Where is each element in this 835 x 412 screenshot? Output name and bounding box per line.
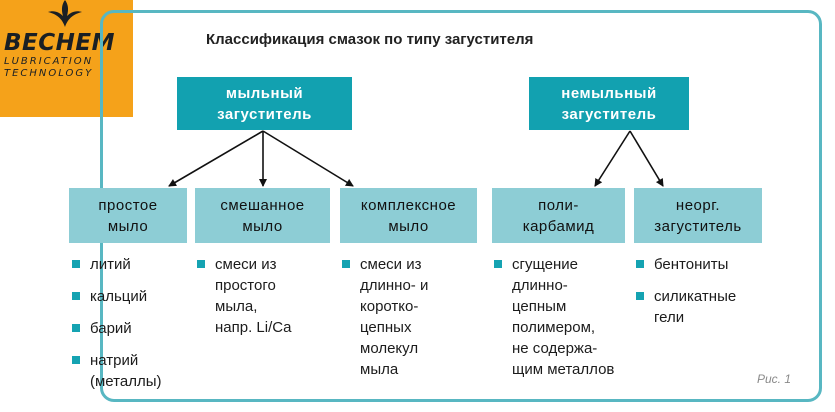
simple-soap-list: литий кальций барий натрий (металлы) [72, 254, 192, 403]
figure-label: Рис. 1 [757, 372, 792, 386]
non-soap-thickener-box: немыльный загуститель [529, 77, 689, 130]
simple-soap-box: простое мыло [69, 188, 187, 243]
plant-emblem-icon [48, 0, 82, 27]
list-item: сгущение длинно- цепным полимером, не со… [494, 254, 644, 380]
list-item: кальций [72, 286, 192, 307]
brand-tagline-line-2: TECHNOLOGY [4, 68, 94, 79]
inorganic-thickener-box: неорг. загуститель [634, 188, 762, 243]
square-bullet-icon [72, 324, 80, 332]
square-bullet-icon [636, 292, 644, 300]
diagram-title: Классификация смазок по типу загустителя [206, 31, 534, 48]
polyurea-list: сгущение длинно- цепным полимером, не со… [494, 254, 644, 380]
soap-thickener-box: мыльный загуститель [177, 77, 352, 130]
brand-tagline-line-1: LUBRICATION [4, 56, 94, 67]
list-item: литий [72, 254, 192, 275]
square-bullet-icon [197, 260, 205, 268]
arrow-to-polyurea [594, 130, 631, 187]
complex-soap-list: смеси из длинно- и коротко- цепных молек… [342, 254, 477, 380]
polyurea-box: поли- карбамид [492, 188, 625, 243]
square-bullet-icon [72, 292, 80, 300]
list-item: бентониты [636, 254, 766, 275]
square-bullet-icon [342, 260, 350, 268]
list-item: барий [72, 318, 192, 339]
square-bullet-icon [72, 260, 80, 268]
square-bullet-icon [494, 260, 502, 268]
list-item: натрий (металлы) [72, 350, 192, 392]
arrow-to-inorganic [629, 130, 664, 187]
list-item: смеси из длинно- и коротко- цепных молек… [342, 254, 477, 380]
square-bullet-icon [636, 260, 644, 268]
inorganic-list: бентониты силикатные гели [636, 254, 766, 339]
complex-soap-box: комплексное мыло [340, 188, 477, 243]
square-bullet-icon [72, 356, 80, 364]
brand-name: BECHEM [4, 30, 115, 56]
arrow-to-complex-soap [262, 130, 354, 187]
list-item: силикатные гели [636, 286, 766, 328]
mixed-soap-list: смеси из простого мыла, напр. Li/Ca [197, 254, 327, 338]
arrow-to-simple-soap [168, 130, 264, 187]
mixed-soap-box: смешанное мыло [195, 188, 330, 243]
list-item: смеси из простого мыла, напр. Li/Ca [197, 254, 327, 338]
